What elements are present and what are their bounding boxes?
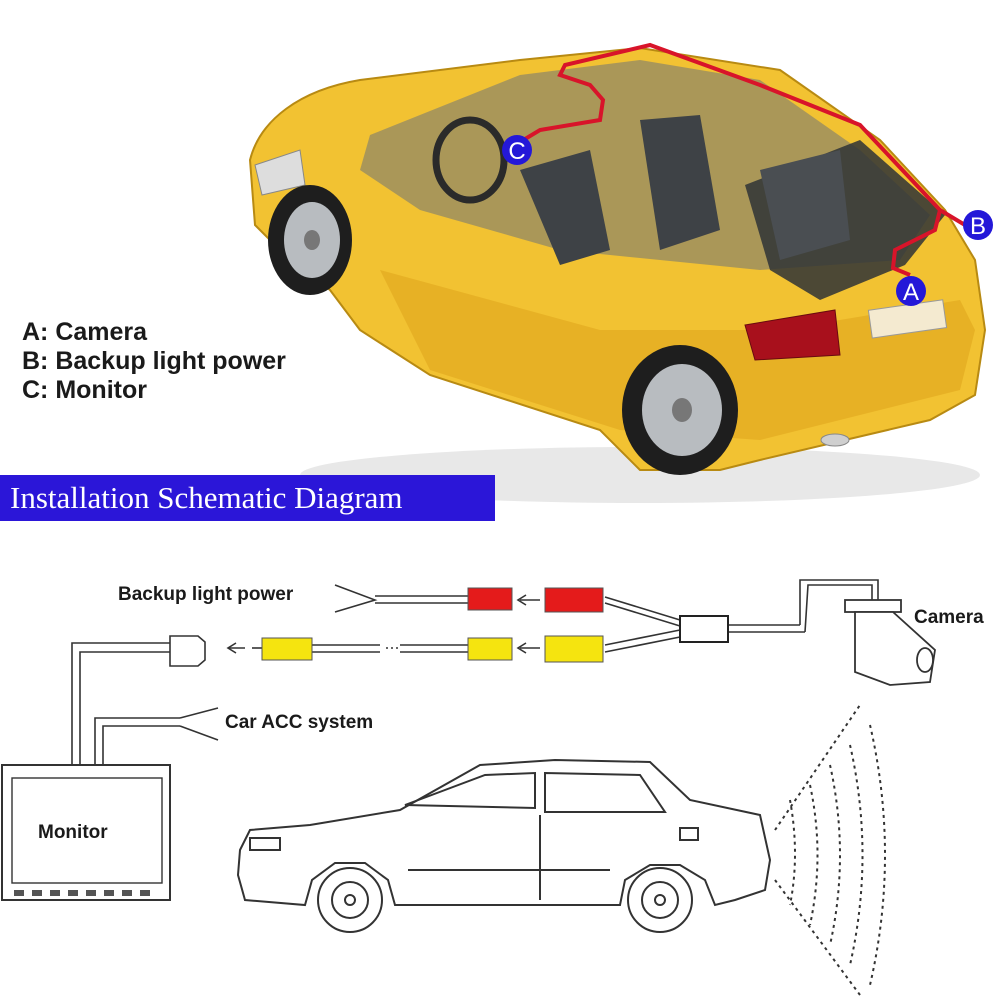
steering-wheel [432, 116, 508, 204]
front-seat [520, 150, 610, 265]
marker-b: B [963, 210, 993, 240]
rear-wheel [622, 345, 738, 475]
splitter-block [679, 615, 729, 643]
title-banner: Installation Schematic Diagram [0, 475, 495, 521]
rca-red-female [544, 587, 604, 613]
label-camera: Camera [914, 607, 984, 628]
wiring-schematic [71, 579, 879, 765]
driver-seat [640, 115, 720, 250]
marker-c: C [502, 135, 532, 165]
marker-a-label: A [903, 279, 919, 306]
monitor-drawing [1, 764, 171, 901]
front-wheel [268, 185, 352, 295]
rear-seat [760, 150, 850, 260]
wire-route [508, 42, 967, 227]
license-plate [867, 299, 948, 339]
legend-backup-light-power: B: Backup light power [22, 347, 286, 375]
marker-b-label: B [970, 213, 986, 240]
rca-red-male [467, 587, 513, 611]
monitor-connector [169, 635, 206, 667]
rca-yellow-female [544, 635, 604, 663]
marker-a: A [896, 276, 926, 306]
legend-monitor: C: Monitor [22, 376, 147, 404]
wire-route-camera [890, 209, 942, 277]
car-illustration: C B A [248, 42, 993, 503]
marker-c-label: C [508, 138, 525, 165]
label-monitor: Monitor [38, 822, 108, 843]
tail-light [744, 309, 841, 361]
rca-yellow-left [261, 637, 313, 661]
camera-drawing [844, 599, 936, 686]
label-backup-light-power: Backup light power [118, 584, 294, 605]
rca-yellow-male [467, 637, 513, 661]
label-car-acc-system: Car ACC system [225, 712, 374, 733]
sedan-drawing [236, 758, 772, 933]
rca-connectors [169, 587, 729, 667]
camera-view-waves [774, 704, 886, 996]
legend-camera: A: Camera [22, 318, 148, 346]
legend: A: Camera B: Backup light power C: Monit… [22, 318, 286, 405]
